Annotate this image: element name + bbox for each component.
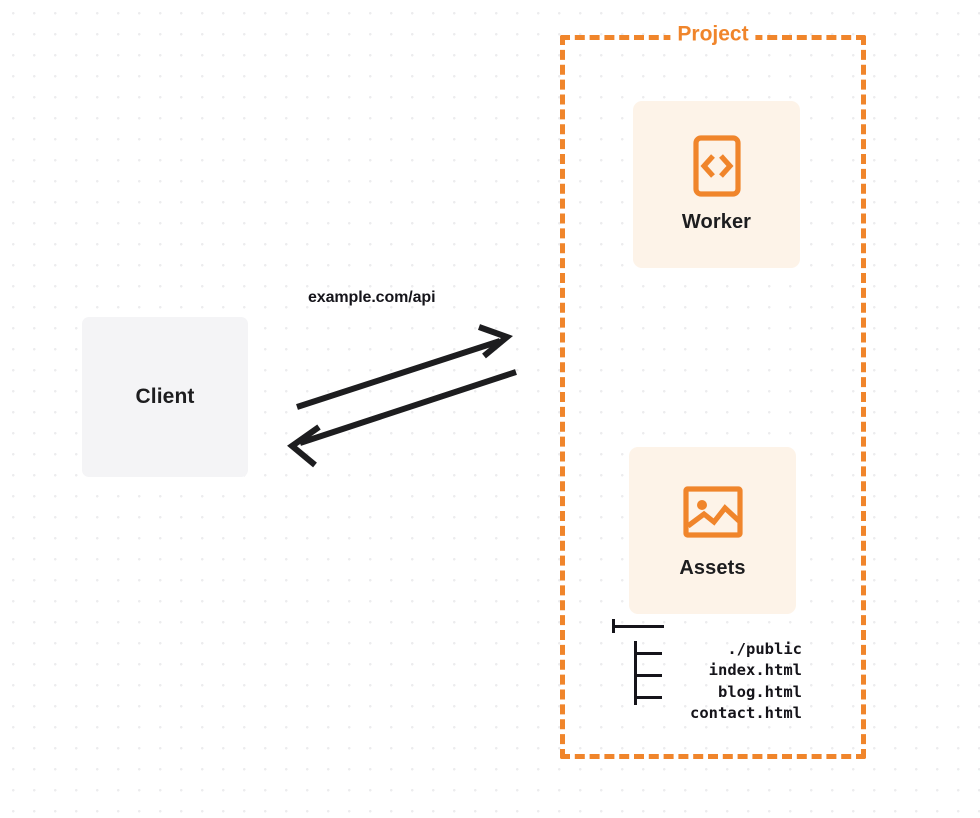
- node-client-label: Client: [135, 385, 195, 408]
- node-assets[interactable]: Assets: [629, 447, 796, 614]
- node-worker[interactable]: Worker: [633, 101, 800, 268]
- edge-response-arrow: [287, 369, 517, 468]
- tree-label-child-1: index.html: [708, 661, 802, 679]
- node-assets-label: Assets: [679, 557, 746, 579]
- container-project: Project: [560, 22, 866, 759]
- list-item: index.html: [604, 639, 802, 679]
- image-picture-icon: [682, 481, 743, 543]
- tree-row-root: ./public: [604, 617, 802, 658]
- tree-connector-root: [612, 625, 664, 628]
- tree-connector-child-1: [634, 652, 662, 655]
- tree-label-child-2: blog.html: [718, 682, 802, 701]
- asset-file-tree: ./public index.html blog.html contact.ht…: [604, 617, 802, 722]
- tree-connector-child-2: [634, 674, 662, 677]
- tree-stem-children: [634, 641, 637, 705]
- code-brackets-icon: [687, 135, 747, 197]
- node-worker-label: Worker: [681, 211, 752, 233]
- list-item: contact.html: [604, 682, 802, 722]
- tree-connector-child-3: [634, 696, 662, 699]
- tree-label-root: ./public: [727, 639, 802, 658]
- node-client[interactable]: Client: [82, 317, 248, 477]
- tree-label-child-3: contact.html: [690, 704, 802, 722]
- container-project-title: Project: [670, 22, 756, 47]
- edge-label-request-url: example.com/api: [308, 289, 436, 306]
- list-item: blog.html: [604, 660, 802, 701]
- edge-request-arrow: [296, 324, 513, 410]
